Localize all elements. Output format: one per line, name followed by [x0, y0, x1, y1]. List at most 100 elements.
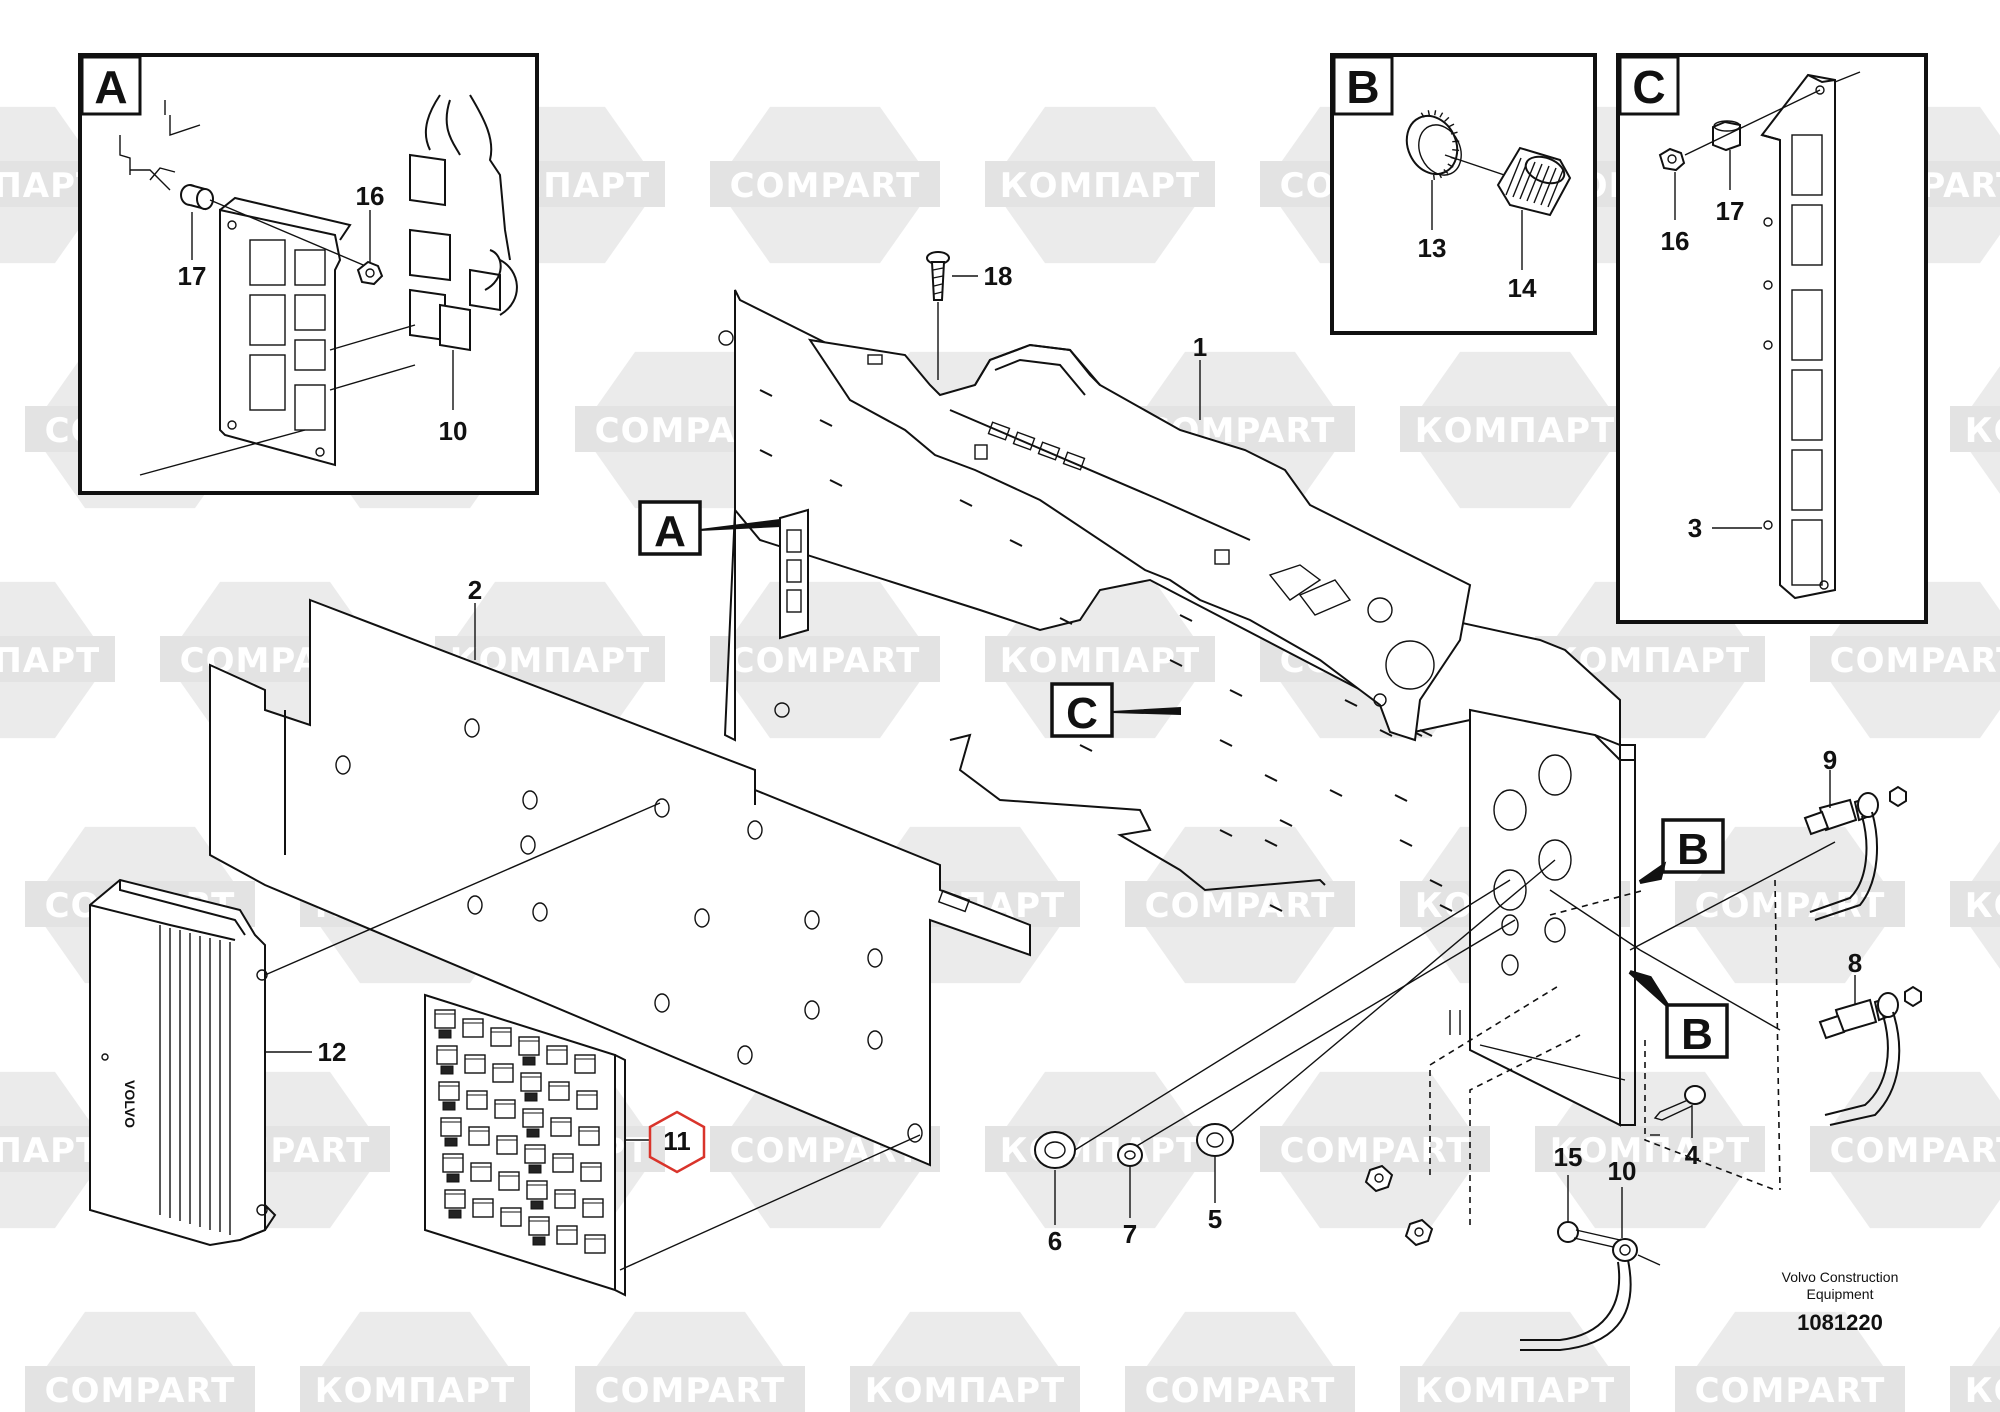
callout-1: 1	[1193, 332, 1207, 362]
relay	[494, 1099, 516, 1119]
relay	[580, 1162, 602, 1182]
relay	[472, 1198, 494, 1218]
knob-rib	[1526, 163, 1543, 202]
watermark-text: COMPART	[730, 166, 921, 206]
wall-holes	[718, 330, 1453, 912]
knurl-line	[1452, 149, 1460, 152]
watermark-text: COMPART	[1830, 1131, 2000, 1171]
watermark-badge: COMPART	[1810, 1071, 2000, 1229]
knurl-line	[1427, 110, 1430, 116]
ground-bolt	[1520, 1221, 1661, 1351]
view-marker-c: C	[1050, 682, 1181, 738]
watermark-badge: КОМПАРТ	[850, 1311, 1080, 1412]
inset-c-callout-3: 3	[1688, 513, 1702, 543]
watermark-text: КОМПАРТ	[1000, 1131, 1200, 1171]
watermark-badge: COMPART	[1125, 1311, 1355, 1412]
connector	[526, 1128, 540, 1138]
relay	[468, 1126, 490, 1146]
watermark-text: COMPART	[1145, 886, 1336, 926]
knob-rib	[1533, 165, 1550, 204]
relay	[434, 1009, 456, 1029]
ecu-module: VOLVO	[89, 878, 277, 1247]
watermark-badge: COMPART	[1675, 1311, 1905, 1412]
watermark-text: КОМПАРТ	[865, 1371, 1065, 1411]
relay	[438, 1081, 460, 1101]
knob-rib	[1512, 159, 1529, 198]
connector	[522, 1056, 536, 1066]
relay	[546, 1045, 568, 1065]
watermark-badge: КОМПАРТ	[985, 106, 1215, 264]
footer: Volvo Construction Equipment 1081220	[1782, 1269, 1899, 1335]
brand-line-1: Volvo Construction	[1782, 1269, 1899, 1285]
relay	[436, 1045, 458, 1065]
inset-a-callout-10: 10	[439, 416, 468, 446]
relay	[442, 1153, 464, 1173]
knurl-line	[1439, 112, 1444, 118]
grommet-7	[1117, 1143, 1143, 1167]
connector	[440, 1065, 454, 1075]
inset-a-callout-16: 16	[356, 181, 385, 211]
watermark-badge: COMPART	[25, 1311, 255, 1412]
view-marker-a: A	[638, 500, 781, 556]
knurl-line	[1450, 131, 1458, 135]
watermark-text: КОМПАРТ	[1000, 641, 1200, 681]
brand-line-2: Equipment	[1807, 1286, 1874, 1302]
watermark-text: КОМПАРТ	[1000, 166, 1200, 206]
watermark-text: КОМПАРТ	[1415, 411, 1615, 451]
relay	[556, 1225, 578, 1245]
highlight-hexagon	[648, 1110, 706, 1174]
inset-b: B 13 14	[1330, 53, 1597, 335]
knurl-line	[1420, 112, 1425, 118]
inset-c-letter: C	[1632, 61, 1665, 113]
watermark-badge: COMPART	[1125, 826, 1355, 984]
svg-text:VOLVO: VOLVO	[122, 1080, 138, 1128]
inset-c-callout-17: 17	[1716, 196, 1745, 226]
watermark-badge: КОМПАРТ	[1950, 1326, 2000, 1412]
relay	[550, 1117, 572, 1137]
connector	[528, 1164, 542, 1174]
inset-a: A	[78, 53, 539, 495]
view-marker-b-lower: B	[1628, 970, 1729, 1059]
view-marker-b-upper: B	[1638, 818, 1725, 884]
relay	[582, 1198, 604, 1218]
grommet-6	[1034, 1131, 1076, 1169]
connector	[442, 1101, 456, 1111]
relay	[522, 1108, 544, 1128]
heat-sink-fins	[159, 925, 231, 1235]
relay	[578, 1126, 600, 1146]
relay	[574, 1054, 596, 1074]
sensor-9	[1803, 785, 1907, 921]
main-assembly: VOLVO	[89, 251, 1922, 1351]
grommet-5	[1196, 1123, 1234, 1157]
callout-5: 5	[1208, 1204, 1222, 1234]
watermark-text: КОМПАРТ	[1965, 411, 2000, 451]
watermark-text: COMPART	[1280, 1131, 1471, 1171]
connector	[446, 1173, 460, 1183]
knurl-line	[1433, 174, 1435, 180]
knob-rib	[1547, 169, 1564, 208]
watermark-text: КОМПАРТ	[315, 1371, 515, 1411]
connector	[532, 1236, 546, 1246]
relay	[500, 1207, 522, 1227]
watermark-badge: COMPART	[710, 581, 940, 739]
relay	[520, 1072, 542, 1092]
watermark-badge: COMPART	[575, 1311, 805, 1412]
screw-18	[926, 251, 950, 380]
callout-9: 9	[1823, 745, 1837, 775]
watermark-badge: КОМПАРТ	[0, 581, 115, 739]
relay	[466, 1090, 488, 1110]
relay	[524, 1144, 546, 1164]
inset-b-callout-13: 13	[1418, 233, 1447, 263]
watermark-text: КОМПАРТ	[1550, 1131, 1750, 1171]
callout-4: 4	[1685, 1140, 1700, 1170]
relay	[444, 1189, 466, 1209]
knob-rib	[1540, 167, 1557, 206]
relay	[554, 1189, 576, 1209]
callout-7: 7	[1123, 1219, 1137, 1249]
relay	[584, 1234, 606, 1254]
inset-c-callout-16: 16	[1661, 226, 1690, 256]
relay	[470, 1162, 492, 1182]
relay	[496, 1135, 518, 1155]
watermark-badge: КОМПАРТ	[1950, 841, 2000, 969]
